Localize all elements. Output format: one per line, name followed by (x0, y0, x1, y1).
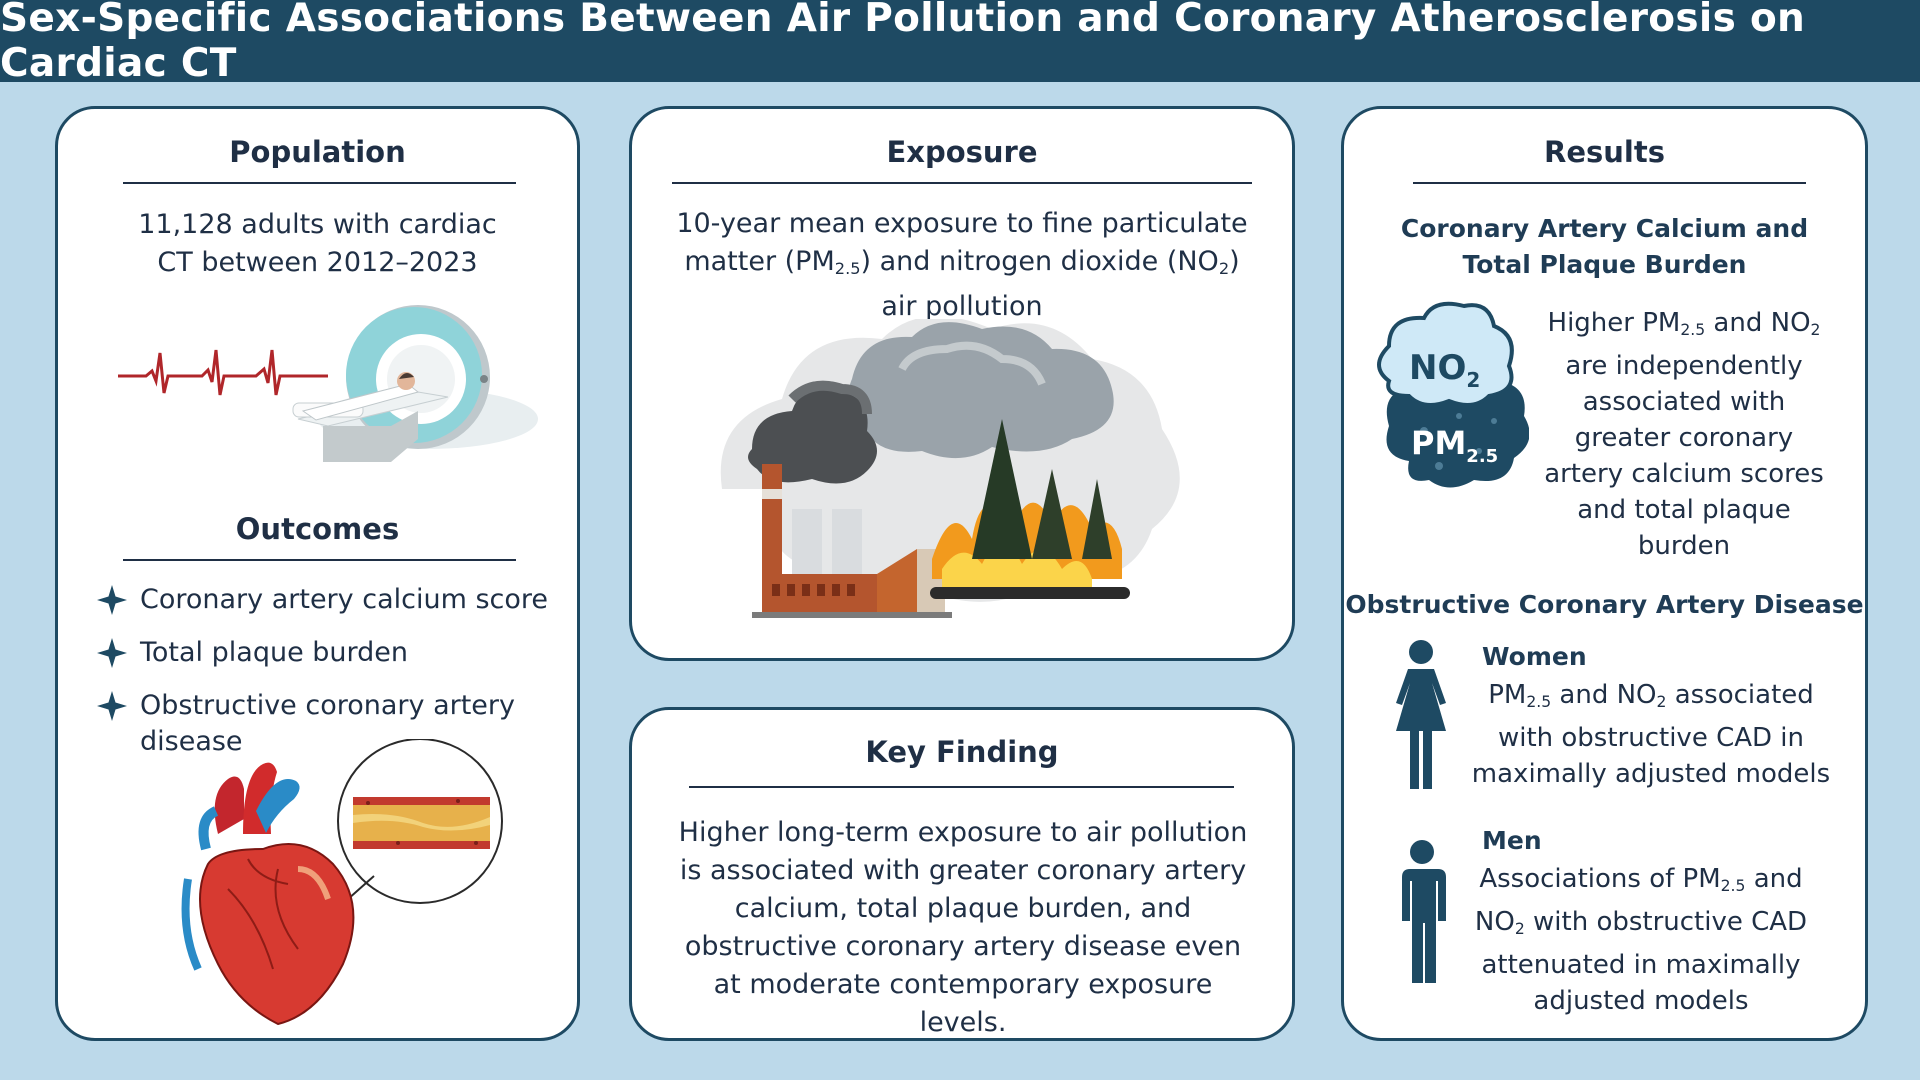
population-text: 11,128 adults with cardiac CT between 20… (58, 206, 577, 282)
women-result-text: PM2.5 and NO2 associated with obstructiv… (1466, 677, 1836, 792)
cac-heading: Coronary Artery Calcium and Total Plaque… (1344, 211, 1865, 283)
ocad-heading: Obstructive Coronary Artery Disease (1345, 590, 1864, 619)
population-rule (123, 182, 516, 184)
ct-scanner-illustration (118, 305, 538, 462)
population-line-1: 11,128 adults with cardiac (138, 209, 497, 240)
exposure-heading: Exposure (886, 135, 1038, 169)
cac-heading-line-1: Coronary Artery Calcium and (1400, 214, 1809, 243)
men-result-rest: attenuated in maximally adjusted models (1481, 949, 1801, 1016)
exposure-line-3: air pollution (881, 291, 1043, 323)
key-finding-panel: Key Finding Higher long-term exposure to… (629, 707, 1295, 1041)
population-line-2: CT between 2012–2023 (157, 247, 478, 278)
heart-icon (181, 762, 355, 1026)
outcome-label: Coronary artery calcium score (140, 584, 549, 615)
outcomes-heading: Outcomes (235, 512, 400, 546)
cac-result-text: Higher PM2.5 and NO2 are independently a… (1534, 305, 1834, 564)
men-result-text: Associations of PM2.5 and NO2 with obstr… (1456, 861, 1826, 1019)
exposure-panel: Exposure 10-year mean exposure to fine p… (629, 106, 1295, 661)
outcomes-rule (123, 559, 516, 561)
svg-text:PM2.5: PM2.5 (1411, 424, 1498, 467)
key-finding-heading: Key Finding (865, 735, 1059, 769)
cac-result-rest: are independently associated with greate… (1544, 350, 1824, 561)
population-outcomes-panel: Population 11,128 adults with cardiac CT… (55, 106, 580, 1041)
key-finding-rule (689, 786, 1234, 788)
ekg-line-icon (118, 349, 328, 396)
woman-icon (1396, 640, 1446, 789)
pollution-scene-icon (720, 319, 1180, 618)
star-bullet-icon (97, 638, 127, 668)
artery-plaque-icon (337, 739, 503, 904)
women-result-line-1: PM2.5 and NO2 associated (1488, 680, 1814, 711)
list-item: Total plaque burden (96, 635, 576, 671)
list-item: Obstructive coronary artery disease (96, 688, 576, 760)
svg-text:NO2: NO2 (1409, 348, 1480, 392)
men-result-line-1: Associations of PM2.5 and (1479, 864, 1803, 895)
list-item: Coronary artery calcium score (96, 582, 576, 618)
results-heading: Results (1544, 135, 1665, 169)
page-title: Sex-Specific Associations Between Air Po… (0, 0, 1806, 86)
exposure-line-1: 10-year mean exposure to fine particulat… (676, 208, 1248, 239)
man-icon (1402, 840, 1446, 983)
outcomes-list: Coronary artery calcium score Total plaq… (96, 582, 576, 777)
outcome-label: Obstructive coronary artery disease (140, 690, 515, 757)
population-heading: Population (229, 135, 406, 169)
exposure-rule (672, 182, 1252, 184)
ct-scanner-icon (292, 305, 538, 462)
women-label: Women (1482, 642, 1587, 671)
outcome-label: Total plaque burden (140, 637, 409, 668)
exposure-line-2: matter (PM2.5) and nitrogen dioxide (NO2… (684, 246, 1240, 279)
key-finding-text: Higher long-term exposure to air polluti… (678, 817, 1248, 1038)
men-result-line-2: NO2 with obstructive CAD (1474, 906, 1808, 938)
results-rule (1413, 182, 1806, 184)
men-label: Men (1482, 826, 1542, 855)
star-bullet-icon (97, 691, 127, 721)
cac-heading-line-2: Total Plaque Burden (1462, 250, 1747, 279)
exposure-text: 10-year mean exposure to fine particulat… (632, 205, 1292, 326)
cac-result-line-1: Higher PM2.5 and NO2 (1547, 308, 1821, 339)
star-bullet-icon (97, 585, 127, 615)
women-result-rest: with obstructive CAD in maximally adjust… (1471, 722, 1831, 789)
heart-artery-illustration (181, 739, 503, 1026)
results-panel: Results Coronary Artery Calcium and Tota… (1341, 106, 1868, 1041)
title-bar: Sex-Specific Associations Between Air Po… (0, 0, 1920, 86)
no2-pm25-cloud-icon: NO2 PM2.5 (1377, 301, 1529, 488)
